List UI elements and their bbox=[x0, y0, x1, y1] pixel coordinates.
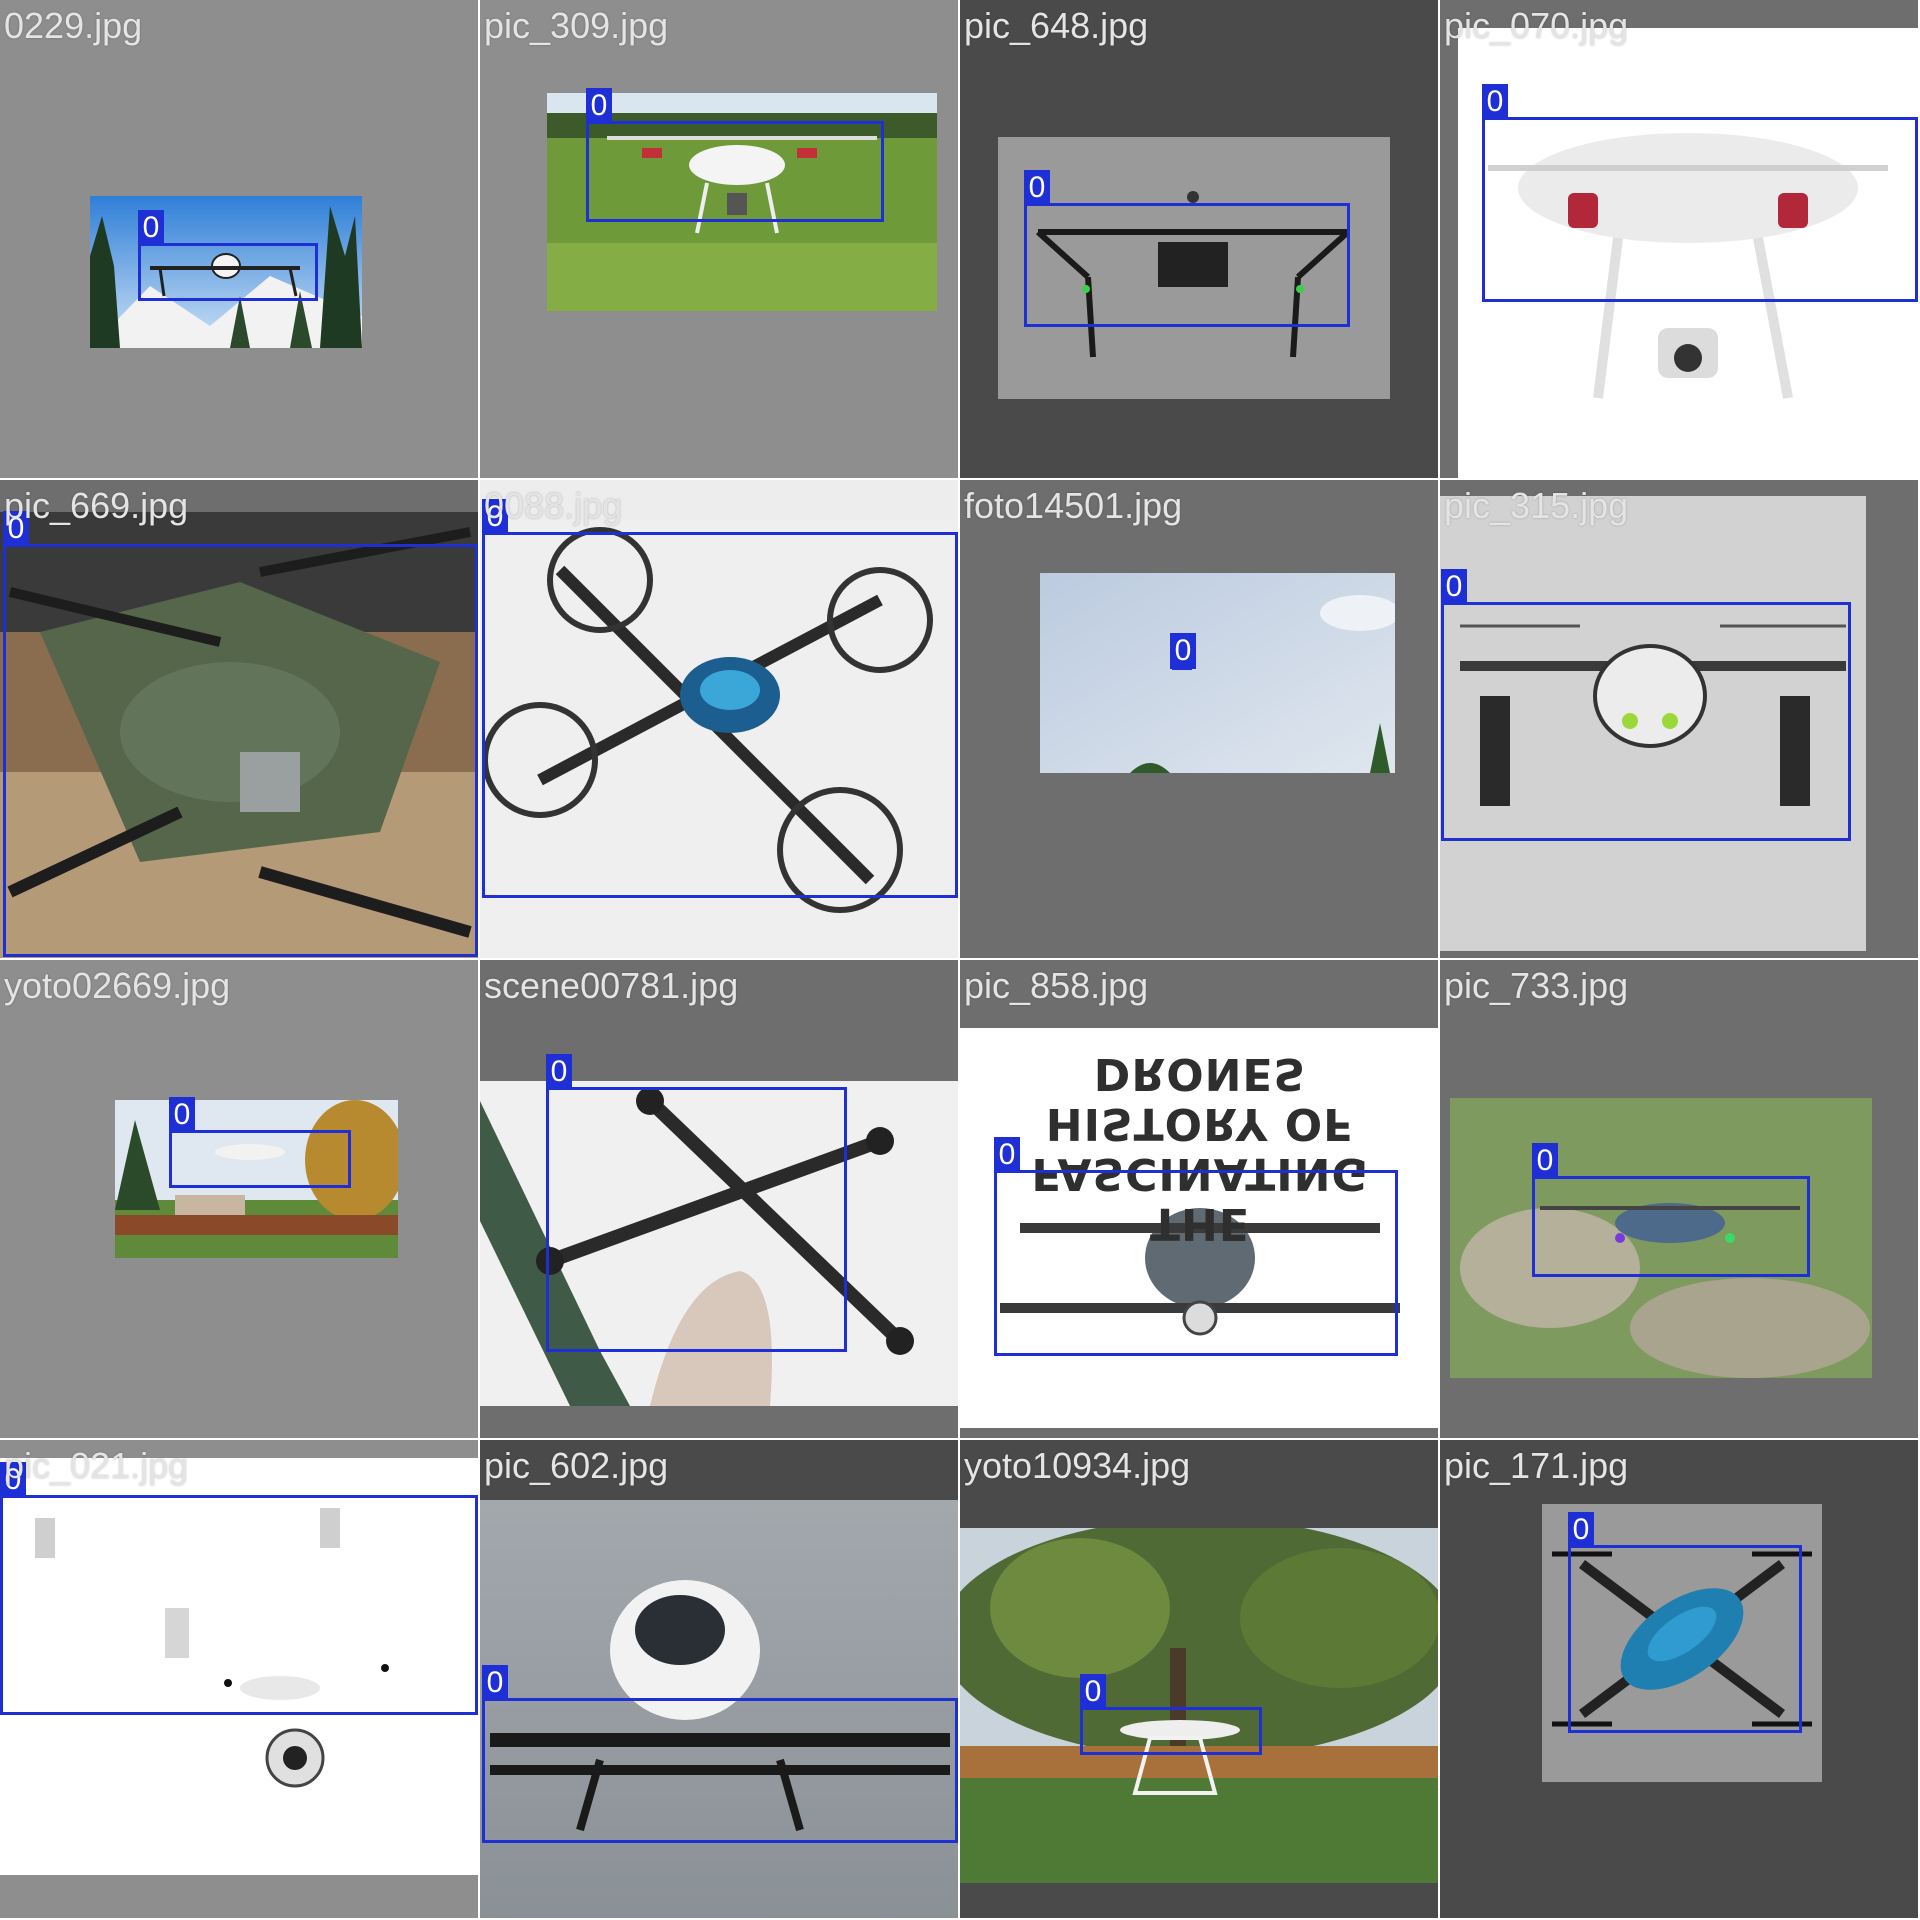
tile-yoto10934[interactable]: 0 yoto10934.jpg bbox=[960, 1440, 1438, 1918]
class-label: 0 bbox=[169, 1097, 195, 1133]
bounding-box: 0 bbox=[586, 88, 884, 222]
tile-yoto02669[interactable]: 0 yoto02669.jpg bbox=[0, 960, 478, 1438]
bounding-box: 0 bbox=[1170, 633, 1196, 670]
class-label: 0 bbox=[138, 210, 164, 246]
class-label: 0 bbox=[994, 1137, 1020, 1173]
bounding-box: 0 bbox=[1568, 1512, 1802, 1733]
bounding-box: 0 bbox=[1441, 569, 1851, 841]
filename-label: pic_021.jpg bbox=[4, 1445, 189, 1486]
tile-photo bbox=[480, 520, 958, 958]
filename-label: pic_733.jpg bbox=[1444, 965, 1629, 1006]
filename-label: yoto02669.jpg bbox=[4, 965, 231, 1006]
tile-photo bbox=[0, 1458, 478, 1875]
tile-photo bbox=[960, 1528, 1438, 1883]
tile-pic-309[interactable]: 0 pic_309.jpg bbox=[480, 0, 958, 478]
class-label: 0 bbox=[1080, 1674, 1106, 1710]
tile-pic-733[interactable]: 0 pic_733.jpg bbox=[1440, 960, 1918, 1438]
bounding-box: 0 bbox=[1532, 1143, 1810, 1277]
filename-label: pic_648.jpg bbox=[964, 5, 1149, 46]
class-label: 0 bbox=[3, 511, 29, 547]
filename-label: pic_309.jpg bbox=[484, 5, 669, 46]
class-label: 0 bbox=[1441, 569, 1467, 605]
class-label: 0 bbox=[586, 88, 612, 124]
class-label: 0 bbox=[482, 499, 508, 535]
bounding-box: 0 bbox=[138, 210, 318, 301]
bounding-box: 0 bbox=[482, 499, 958, 898]
tile-photo bbox=[1440, 496, 1866, 951]
class-label: 0 bbox=[1024, 170, 1050, 206]
filename-label: pic_315.jpg bbox=[1444, 485, 1629, 526]
bounding-box: 0 bbox=[994, 1137, 1398, 1356]
bounding-box: 0 bbox=[169, 1097, 351, 1188]
class-label: 0 bbox=[1532, 1143, 1558, 1179]
filename-label: pic_858.jpg bbox=[964, 965, 1149, 1006]
tile-pic-070[interactable]: 0 pic_070.jpg bbox=[1440, 0, 1918, 478]
tile-photo bbox=[0, 512, 478, 958]
tile-photo bbox=[1450, 1098, 1872, 1378]
tile-photo bbox=[1458, 28, 1918, 478]
tile-photo: THE FASCINATING HISTORY OF DRONES bbox=[960, 1028, 1438, 1428]
tile-pic-315[interactable]: 0 pic_315.jpg bbox=[1440, 480, 1918, 958]
tile-pic-669[interactable]: 0 pic_669.jpg bbox=[0, 480, 478, 958]
class-label: 0 bbox=[1482, 84, 1508, 120]
tile-photo bbox=[480, 1500, 958, 1918]
filename-label: 0088.jpg bbox=[484, 485, 623, 526]
filename-label: foto14501.jpg bbox=[964, 485, 1183, 526]
class-label: 0 bbox=[0, 1462, 26, 1498]
tile-photo bbox=[998, 137, 1390, 399]
tile-0229[interactable]: 0 0229.jpg bbox=[0, 0, 478, 478]
tile-pic-171[interactable]: 0 pic_171.jpg bbox=[1440, 1440, 1918, 1918]
filename-label: pic_171.jpg bbox=[1444, 1445, 1629, 1486]
tile-photo bbox=[1542, 1504, 1822, 1782]
bounding-box: 0 bbox=[1482, 84, 1918, 302]
poster-line-2: HISTORY OF DRONES bbox=[1045, 1048, 1355, 1149]
bounding-box: 0 bbox=[3, 511, 478, 957]
filename-label: pic_602.jpg bbox=[484, 1445, 669, 1486]
class-label: 0 bbox=[1170, 633, 1196, 669]
bounding-box: 0 bbox=[1080, 1674, 1262, 1755]
class-label: 0 bbox=[482, 1665, 508, 1701]
tile-0088[interactable]: 0 0088.jpg bbox=[480, 480, 958, 958]
tile-pic-021[interactable]: 0 pic_021.jpg bbox=[0, 1440, 478, 1918]
class-label: 0 bbox=[546, 1054, 572, 1090]
filename-label: pic_070.jpg bbox=[1444, 5, 1629, 46]
tile-photo bbox=[1040, 573, 1395, 773]
tile-foto14501[interactable]: 0 foto14501.jpg bbox=[960, 480, 1438, 958]
bounding-box: 0 bbox=[0, 1462, 478, 1715]
filename-label: 0229.jpg bbox=[4, 5, 143, 46]
tile-pic-648[interactable]: 0 pic_648.jpg bbox=[960, 0, 1438, 478]
tile-pic-858[interactable]: THE FASCINATING HISTORY OF DRONES 0 pic_… bbox=[960, 960, 1438, 1438]
filename-label: pic_669.jpg bbox=[4, 485, 189, 526]
class-label: 0 bbox=[1568, 1512, 1594, 1548]
bounding-box: 0 bbox=[546, 1054, 847, 1352]
filename-label: scene00781.jpg bbox=[484, 965, 739, 1006]
bounding-box: 0 bbox=[482, 1665, 958, 1843]
tile-pic-602[interactable]: 0 pic_602.jpg bbox=[480, 1440, 958, 1918]
filename-label: yoto10934.jpg bbox=[964, 1445, 1191, 1486]
bounding-box: 0 bbox=[1024, 170, 1350, 327]
tile-scene00781[interactable]: 0 scene00781.jpg bbox=[480, 960, 958, 1438]
tile-photo bbox=[547, 93, 937, 311]
